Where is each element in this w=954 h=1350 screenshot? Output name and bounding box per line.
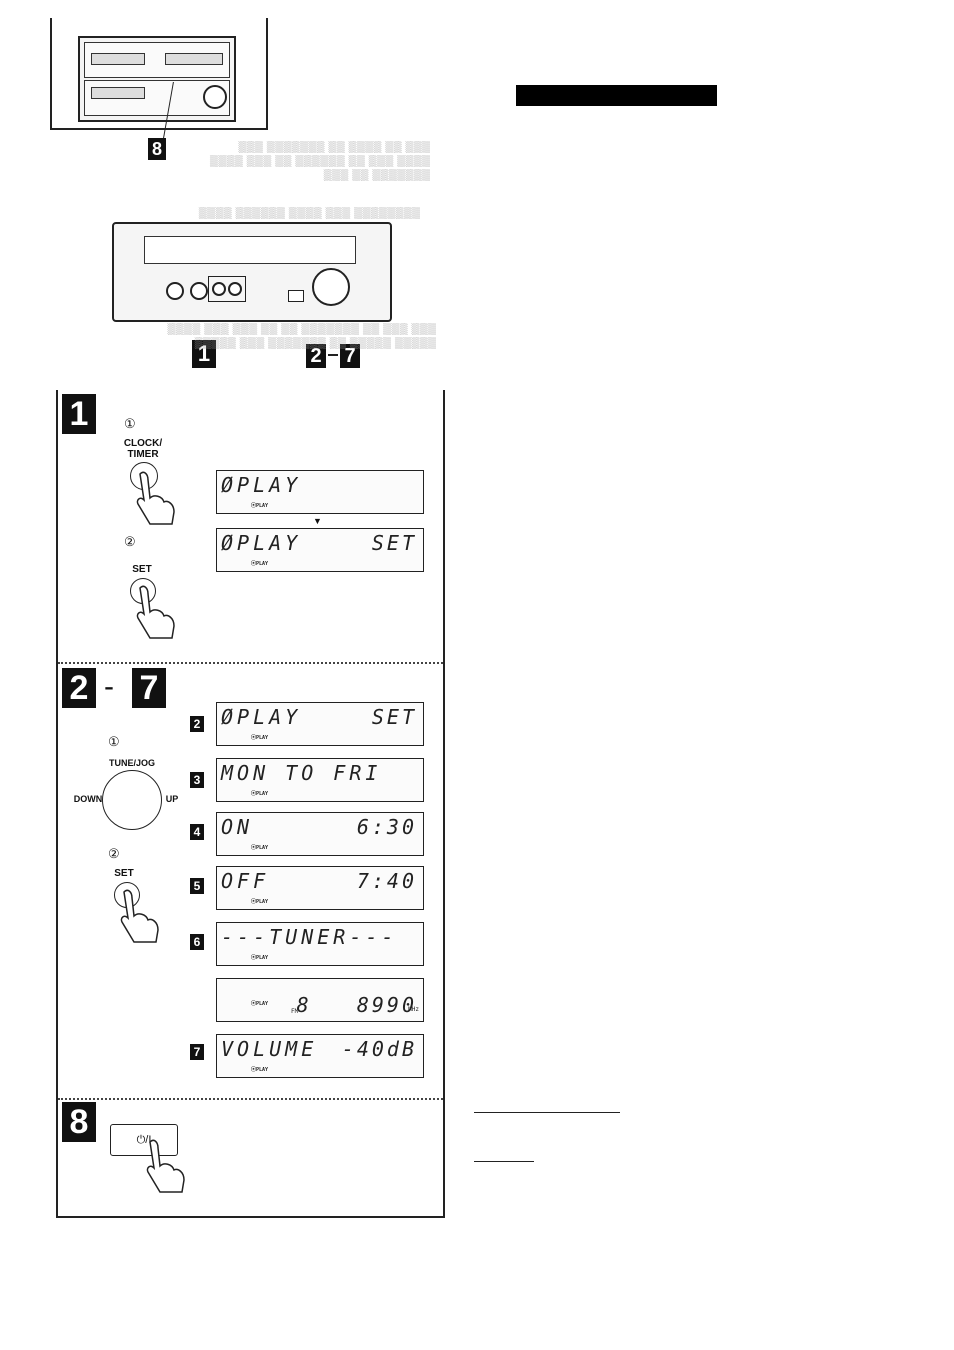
panel-step-1-marker: 1 — [192, 340, 216, 368]
display-marker: 5 — [190, 878, 204, 894]
dash — [328, 354, 338, 356]
stereo-system-illustration — [78, 36, 236, 122]
lower-deck — [91, 87, 145, 99]
step-8-marker-top: 8 — [148, 138, 166, 160]
panel-step-7-marker: 7 — [340, 344, 360, 368]
display-marker: 6 — [190, 934, 204, 950]
play-indicator: ⓔPLAY — [251, 503, 269, 509]
set-label: SET — [132, 564, 152, 575]
lcd-display: VOLUME -40dB ⓔPLAY — [216, 1034, 424, 1078]
lcd-right-text: SET — [371, 705, 417, 729]
lcd-main-text: OFF — [221, 869, 270, 893]
step-2-sub2: ② — [108, 846, 120, 861]
section-2-marker: 2 — [62, 668, 96, 708]
title-bar — [516, 85, 717, 106]
play-indicator: ⓔPLAY — [251, 735, 269, 741]
display-marker: 7 — [190, 1044, 204, 1060]
step-1-sub1: ① — [124, 416, 136, 431]
lcd-main-text: MON TO FRI — [221, 761, 382, 785]
set-button-icon — [228, 282, 242, 296]
lcd-display: MON TO FRI ⓔPLAY — [216, 758, 424, 802]
lcd-display: ---TUNER--- ⓔPLAY — [216, 922, 424, 966]
clock-timer-button-icon — [212, 282, 226, 296]
pressing-hand-icon — [146, 1139, 185, 1193]
highlight-box — [208, 276, 246, 302]
up-label: UP — [165, 794, 179, 804]
cassette-deck — [91, 53, 145, 65]
lcd-main-text: ---TUNER--- — [221, 925, 398, 949]
play-indicator: ⓔPLAY — [251, 1001, 269, 1007]
display-marker: 4 — [190, 824, 204, 840]
lcd-display: ØPLAY SET ⓔPLAY — [216, 702, 424, 746]
lcd-right-text: -40dB — [341, 1037, 417, 1061]
band-indicator: FM — [291, 1008, 299, 1015]
lcd-right-text: SET — [371, 531, 417, 555]
lcd-right-text: 7:40 — [356, 869, 417, 893]
section-divider — [58, 662, 443, 664]
band-button-icon — [288, 290, 304, 302]
tune-jog-label: TUNE/JOG — [108, 758, 155, 768]
play-indicator: ⓔPLAY — [251, 1067, 269, 1073]
section-divider — [58, 1098, 443, 1100]
display-marker: 2 — [190, 716, 204, 732]
lcd-display: ON 6:30 ⓔPLAY — [216, 812, 424, 856]
panel-step-2-marker: 2 — [306, 344, 326, 368]
cd-deck — [165, 53, 223, 65]
play-indicator: ⓔPLAY — [251, 955, 269, 961]
pressing-hand-icon — [120, 889, 159, 943]
lcd-display: OFF 7:40 ⓔPLAY — [216, 866, 424, 910]
rule-line — [474, 1161, 534, 1162]
down-label: DOWN — [73, 794, 103, 804]
tune-jog-knob-icon — [312, 268, 350, 306]
play-indicator: ⓔPLAY — [251, 561, 269, 567]
lcd-display: ØPLAY ⓔPLAY — [216, 470, 424, 514]
faded-back-text: ▒▒▒ ▒▒ ▒▒▒▒ ▒▒ ▒▒▒▒▒▒▒ ▒▒▒▒▒▒▒ ▒▒▒ ▒▒ ▒▒… — [209, 141, 430, 181]
faded-back-text-2: ▒▒▒▒▒▒▒▒ ▒▒▒ ▒▒▒▒ ▒▒▒▒▒▒ ▒▒▒▒ — [198, 207, 420, 219]
step-1-sub2: ② — [124, 534, 136, 549]
step-2-sub1: ① — [108, 734, 120, 749]
lcd-main-text: VOLUME — [221, 1037, 318, 1061]
display-marker: 3 — [190, 772, 204, 788]
section-7-marker: 7 — [132, 668, 166, 708]
tune-jog-dial[interactable] — [102, 770, 162, 830]
lcd-right-text: 6:30 — [356, 815, 417, 839]
lcd-right-text: 8 8990 — [296, 993, 417, 1017]
panel-display — [144, 236, 356, 264]
pressing-hand-icon — [136, 585, 175, 639]
volume-knob-icon — [203, 85, 227, 109]
front-panel-illustration — [112, 222, 392, 322]
section-8-marker: 8 — [62, 1102, 96, 1142]
panel-button-icon — [190, 282, 208, 300]
lcd-display: ØPLAY SET ⓔPLAY — [216, 528, 424, 572]
section-1-marker: 1 — [62, 394, 96, 434]
clock-timer-label: CLOCK/ TIMER — [123, 438, 163, 460]
lcd-main-text: ØPLAY — [221, 531, 302, 555]
play-indicator: ⓔPLAY — [251, 845, 269, 851]
play-indicator: ⓔPLAY — [251, 899, 269, 905]
lcd-main-text: ON — [221, 815, 254, 839]
section-dash: - — [104, 670, 114, 703]
set-label: SET — [114, 868, 134, 879]
upper-unit — [84, 42, 230, 78]
lower-unit — [84, 80, 230, 116]
lcd-main-text: ØPLAY — [221, 705, 302, 729]
play-indicator: ⓔPLAY — [251, 791, 269, 797]
down-arrow-icon: ▼ — [313, 516, 322, 526]
power-button[interactable]: ⏻/I — [110, 1124, 178, 1156]
stereo-illustration-frame — [50, 18, 268, 130]
faded-back-text-3: ▒▒▒ ▒▒▒ ▒▒ ▒▒▒▒▒▒▒ ▒▒ ▒▒ ▒▒▒ ▒▒▒ ▒▒▒▒▒▒▒… — [167, 323, 436, 349]
unit-indicator: MHz — [408, 1006, 419, 1013]
lcd-main-text: ØPLAY — [221, 473, 302, 497]
panel-button-icon — [166, 282, 184, 300]
lcd-display: 8 8990 ⓔPLAY FM MHz — [216, 978, 424, 1022]
rule-line — [474, 1112, 620, 1113]
pressing-hand-icon — [136, 471, 175, 525]
steps-panel: 1 ① CLOCK/ TIMER ② SET ØPLAY ⓔPLAY ▼ ØPL… — [56, 390, 445, 1218]
